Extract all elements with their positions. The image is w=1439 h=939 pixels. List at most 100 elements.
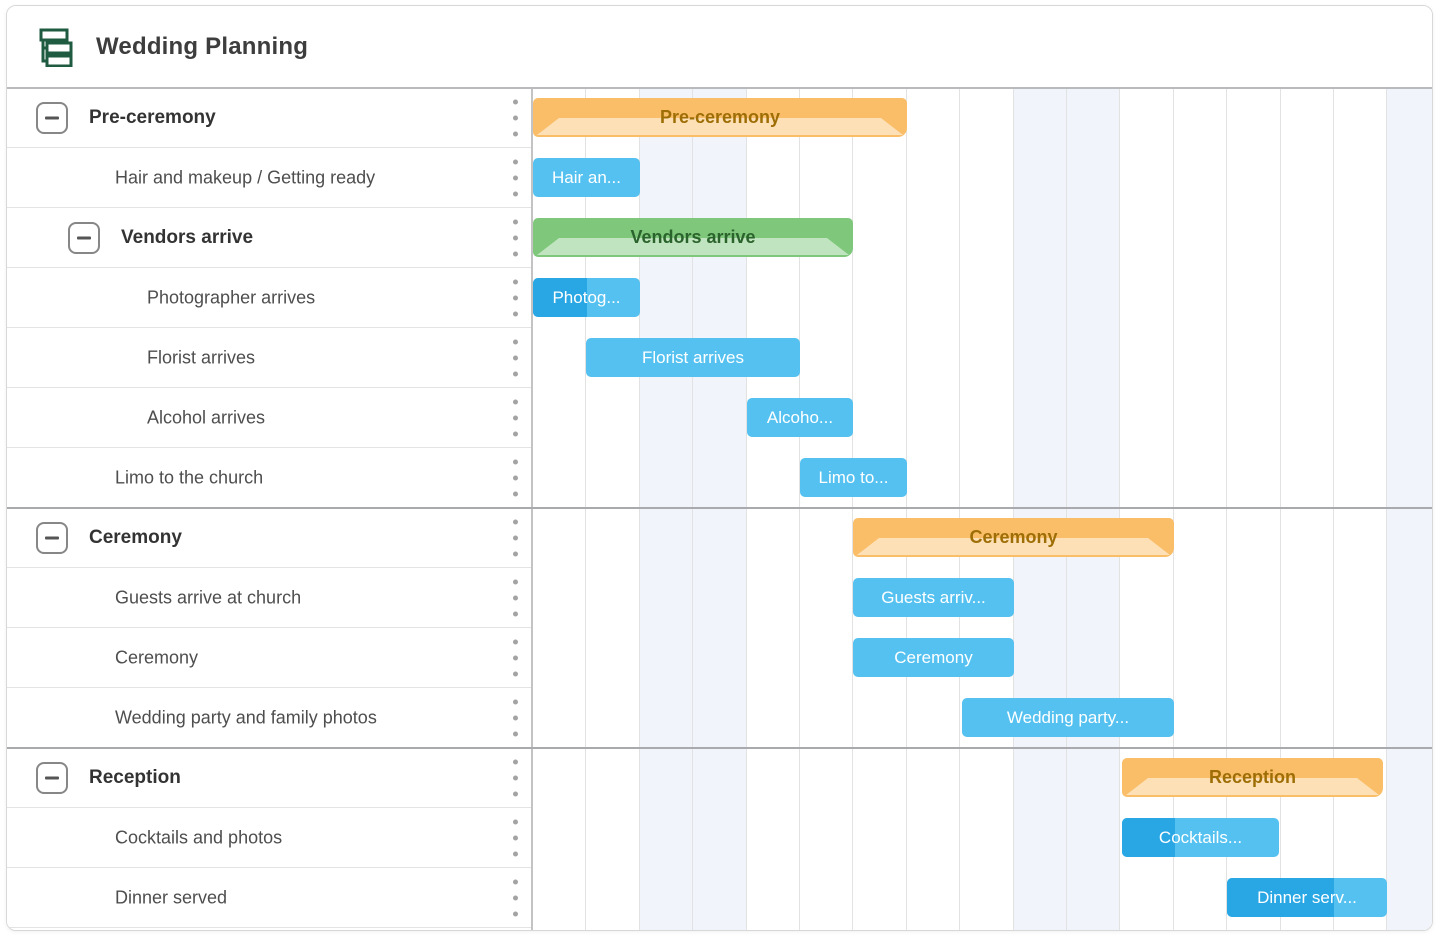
task-row: Pre-ceremony [7,88,531,148]
day-column [1334,88,1388,930]
drag-handle-icon[interactable] [511,157,520,198]
task-bar[interactable]: Dinner serv... [1227,878,1387,917]
task-bar[interactable]: Cocktails... [1122,818,1279,857]
day-column [853,88,907,930]
task-label[interactable]: Cocktails and photos [115,827,283,847]
task-row: Cocktails and photos [7,808,531,868]
minus-icon [45,776,59,779]
task-label[interactable]: Limo to the church [115,467,264,487]
drag-handle-icon[interactable] [511,637,520,678]
summary-bar[interactable]: Vendors arrive [533,218,853,257]
gantt-logo-icon [34,27,74,68]
weekend-column [693,88,747,930]
day-column [1227,88,1281,930]
task-label[interactable]: Reception [89,766,181,788]
drag-handle-icon[interactable] [511,337,520,378]
summary-bar[interactable]: Pre-ceremony [533,98,907,137]
drag-handle-icon[interactable] [511,817,520,858]
drag-handle-icon[interactable] [511,577,520,618]
drag-handle-icon[interactable] [511,757,520,798]
summary-bar-shine [533,238,853,255]
task-row: Alcohol arrives [7,388,531,448]
minus-icon [45,536,59,539]
bar-label: Dinner serv... [1257,887,1357,907]
task-row: Hair and makeup / Getting ready [7,148,531,208]
task-row: Dinner served [7,868,531,928]
task-bar[interactable]: Wedding party... [962,698,1174,737]
task-label[interactable]: Ceremony [115,647,199,667]
task-bar[interactable]: Florist arrives [586,338,800,377]
summary-bar-shine [533,118,907,135]
summary-bar-shine [853,538,1174,555]
drag-handle-icon[interactable] [511,697,520,738]
day-column [1281,88,1334,930]
task-label[interactable]: Alcohol arrives [147,407,266,427]
bar-label: Reception [1208,767,1296,787]
task-bar[interactable]: Limo to... [800,458,907,497]
collapse-toggle[interactable] [36,761,68,794]
drag-handle-icon[interactable] [511,277,520,318]
bar-label: Vendors arrive [630,227,756,247]
panel-divider[interactable] [531,88,533,930]
task-row: Ceremony [7,508,531,568]
summary-bar[interactable]: Reception [1122,758,1383,797]
task-label[interactable]: Dinner served [115,887,228,907]
bar-label: Cocktails... [1158,827,1243,847]
task-bar-progress [533,278,587,317]
weekend-column [1013,88,1067,930]
task-row: Reception [7,748,531,808]
task-label[interactable]: Photographer arrives [147,287,316,307]
bar-label: Wedding party... [1006,707,1130,727]
task-row: Limo to the church [7,448,531,508]
task-bar[interactable]: Ceremony [853,638,1014,677]
drag-handle-icon[interactable] [511,517,520,558]
task-bar[interactable]: Alcoho... [747,398,853,437]
bar-label: Photog... [552,287,621,307]
day-column [586,88,640,930]
task-label[interactable]: Wedding party and family photos [115,707,377,727]
bar-label: Hair an... [552,167,621,187]
weekend-column [639,88,694,930]
collapse-toggle[interactable] [68,221,100,254]
bar-label: Florist arrives [641,347,744,367]
task-label[interactable]: Hair and makeup / Getting ready [115,167,376,187]
drag-handle-icon[interactable] [511,457,520,498]
weekend-column [1387,88,1432,930]
minus-icon [45,116,59,119]
page-title: Wedding Planning [96,33,309,60]
task-row: Ceremony [7,628,531,688]
bar-label: Ceremony [894,647,973,667]
collapse-toggle[interactable] [36,101,68,134]
drag-handle-icon[interactable] [511,217,520,258]
task-bar-progress [1122,818,1176,857]
summary-bar[interactable]: Ceremony [853,518,1174,557]
minus-icon [77,236,91,239]
task-bar[interactable]: Guests arriv... [853,578,1014,617]
task-row: Vendors arrive [7,208,531,268]
day-column [960,88,1014,930]
app-header: Wedding Planning [7,6,1432,88]
task-row: Guests arrive at church [7,568,531,628]
task-row: Florist arrives [7,328,531,388]
task-label[interactable]: Ceremony [89,526,182,548]
task-label[interactable]: Florist arrives [147,347,256,367]
task-label[interactable]: Pre-ceremony [89,106,216,128]
task-label[interactable]: Vendors arrive [121,226,254,248]
bar-label: Limo to... [818,467,889,487]
section-separator [7,747,1432,749]
task-label[interactable]: Guests arrive at church [115,587,302,607]
day-column [747,88,800,930]
day-column [1120,88,1174,930]
collapse-toggle[interactable] [36,521,68,554]
summary-bar-shine [1122,778,1383,795]
task-bar[interactable]: Hair an... [533,158,640,197]
task-bar[interactable]: Photog... [533,278,640,317]
drag-handle-icon[interactable] [511,877,520,918]
drag-handle-icon[interactable] [511,397,520,438]
bar-label: Ceremony [969,527,1058,547]
bar-label: Pre-ceremony [659,107,781,127]
day-column [1174,88,1228,930]
drag-handle-icon[interactable] [511,97,520,138]
